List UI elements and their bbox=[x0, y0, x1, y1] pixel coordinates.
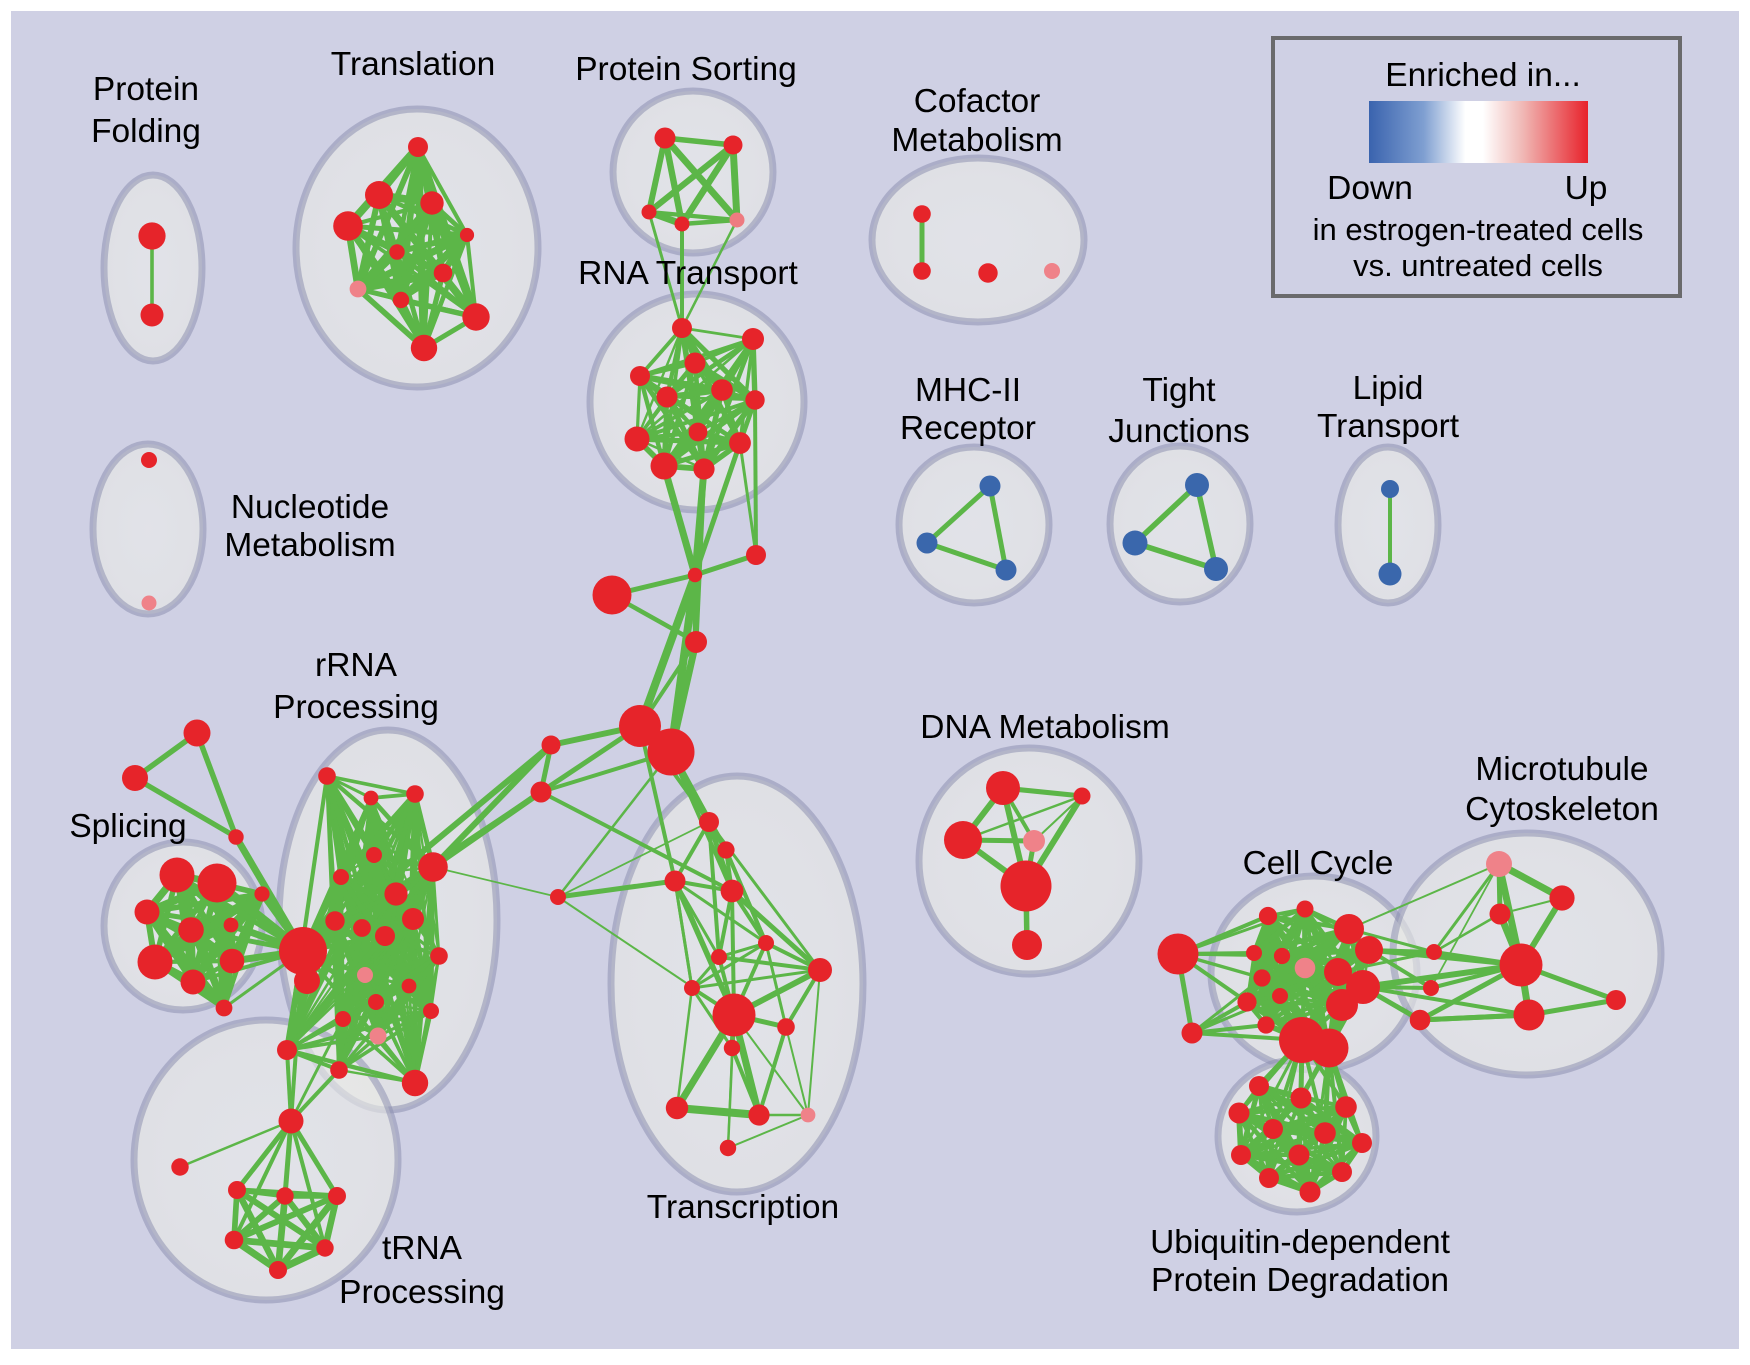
svg-text:Protein Sorting: Protein Sorting bbox=[575, 51, 797, 88]
svg-text:Tight: Tight bbox=[1142, 372, 1216, 409]
svg-text:Cytoskeleton: Cytoskeleton bbox=[1465, 791, 1659, 828]
svg-text:Cofactor: Cofactor bbox=[914, 83, 1041, 120]
svg-text:RNA Transport: RNA Transport bbox=[578, 255, 798, 292]
svg-text:Metabolism: Metabolism bbox=[224, 527, 395, 564]
svg-text:Translation: Translation bbox=[331, 46, 495, 83]
svg-text:Metabolism: Metabolism bbox=[891, 122, 1062, 159]
svg-text:Junctions: Junctions bbox=[1108, 413, 1250, 450]
svg-text:Nucleotide: Nucleotide bbox=[231, 489, 389, 526]
svg-text:Ubiquitin-dependent: Ubiquitin-dependent bbox=[1150, 1224, 1451, 1261]
svg-text:Enriched in...: Enriched in... bbox=[1385, 57, 1581, 94]
svg-text:Cell Cycle: Cell Cycle bbox=[1243, 845, 1394, 882]
svg-text:tRNA: tRNA bbox=[382, 1230, 463, 1267]
svg-text:Folding: Folding bbox=[91, 113, 201, 150]
svg-text:Transcription: Transcription bbox=[647, 1189, 839, 1226]
svg-text:Lipid: Lipid bbox=[1353, 370, 1424, 407]
svg-text:rRNA: rRNA bbox=[315, 647, 398, 684]
svg-text:Protein Degradation: Protein Degradation bbox=[1151, 1262, 1449, 1299]
svg-text:Down: Down bbox=[1327, 170, 1413, 207]
svg-text:Splicing: Splicing bbox=[69, 808, 186, 845]
svg-text:Processing: Processing bbox=[273, 689, 439, 726]
svg-text:DNA Metabolism: DNA Metabolism bbox=[920, 709, 1169, 746]
svg-text:MHC-II: MHC-II bbox=[915, 372, 1021, 409]
svg-text:in estrogen-treated cells: in estrogen-treated cells bbox=[1313, 212, 1644, 247]
svg-text:Processing: Processing bbox=[339, 1274, 505, 1311]
svg-text:Transport: Transport bbox=[1317, 408, 1460, 445]
svg-text:Up: Up bbox=[1565, 170, 1608, 207]
svg-text:Receptor: Receptor bbox=[900, 410, 1036, 447]
svg-text:Microtubule: Microtubule bbox=[1475, 751, 1648, 788]
svg-text:vs. untreated cells: vs. untreated cells bbox=[1353, 248, 1603, 283]
svg-text:Protein: Protein bbox=[93, 71, 199, 108]
